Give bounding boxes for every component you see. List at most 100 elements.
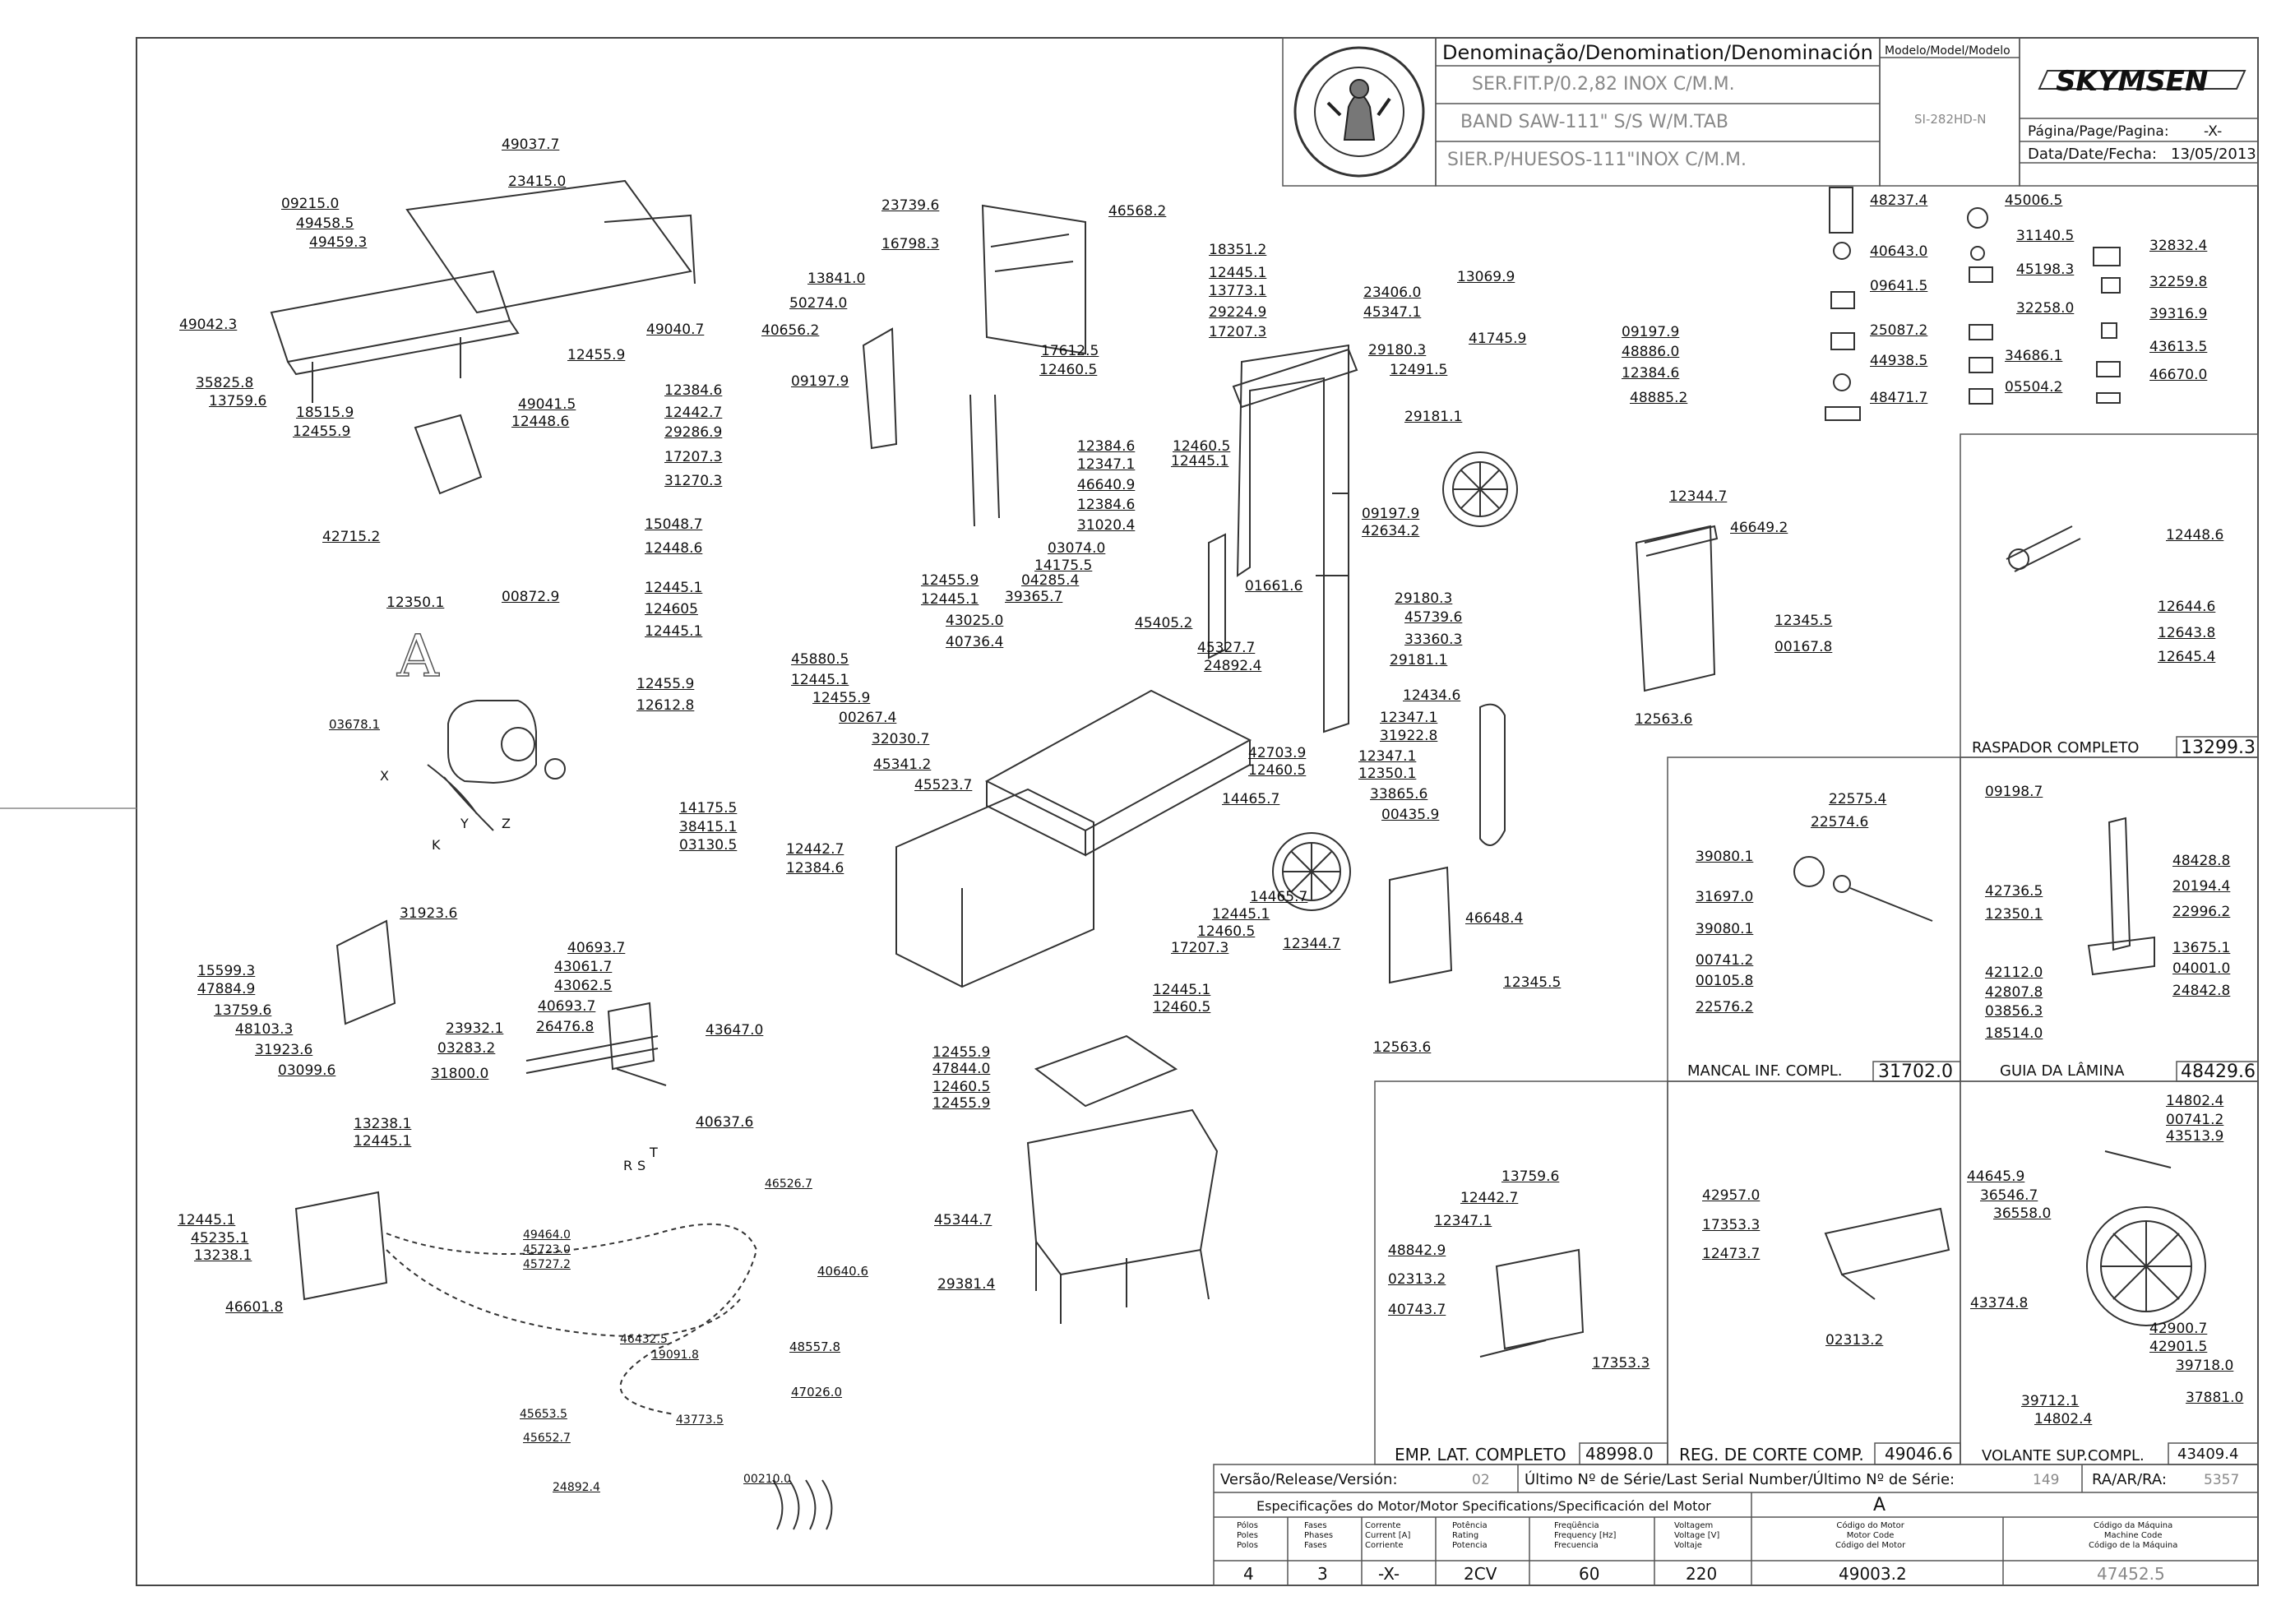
subassembly-blade-guide-code: 48429.6: [2181, 1062, 2256, 1082]
part-label: 12442.7: [786, 841, 844, 858]
part-label: 47884.9: [197, 981, 256, 997]
part-label: 12384.6: [1077, 438, 1136, 455]
part-label: 12455.9: [921, 572, 979, 589]
page-label: Página/Page/Pagina:: [2028, 123, 2169, 140]
part-label: 40736.4: [946, 634, 1004, 650]
part-label: 12445.1: [354, 1133, 412, 1150]
part-label: 33360.3: [1404, 632, 1463, 648]
val-poles: 4: [1243, 1564, 1254, 1584]
part-label: 12384.6: [786, 860, 844, 877]
part-label: 12455.9: [932, 1095, 991, 1112]
date-value: 13/05/2013: [2171, 146, 2256, 163]
part-label: 12344.7: [1283, 936, 1341, 952]
part-label: 12442.7: [1460, 1190, 1519, 1206]
part-label: 13759.6: [209, 393, 267, 409]
part-label: 14465.7: [1222, 791, 1280, 807]
part-label: 38415.1: [679, 819, 738, 835]
wire-letter-y: Y: [460, 816, 469, 831]
part-label: 42807.8: [1985, 984, 2043, 1001]
part-label: 14802.4: [2166, 1093, 2224, 1109]
part-label: 46568.2: [1108, 203, 1167, 220]
part-label: 46526.7: [765, 1178, 812, 1191]
part-label: 00210.0: [743, 1473, 791, 1486]
part-label: 09641.5: [1870, 278, 1928, 294]
part-label: 12448.6: [511, 414, 570, 430]
part-label: 45327.7: [1197, 640, 1256, 656]
part-label: 124605: [645, 601, 698, 618]
part-label: 12563.6: [1635, 711, 1693, 728]
denomination-pt: SER.FIT.P/0.2,82 INOX C/M.M.: [1472, 74, 1735, 95]
part-label: 22996.2: [2172, 904, 2231, 920]
part-label: 44938.5: [1870, 353, 1928, 369]
val-rating: 2CV: [1464, 1564, 1497, 1584]
part-label: 45344.7: [934, 1212, 992, 1228]
part-label: 12347.1: [1380, 710, 1438, 726]
val-phases: 3: [1317, 1564, 1328, 1584]
part-label: 18515.9: [296, 405, 354, 421]
subassembly-side-pusher-code: 48998.0: [1585, 1444, 1654, 1464]
part-label: 12445.1: [1153, 982, 1211, 998]
part-label: 46432.5: [620, 1333, 668, 1346]
part-label: 32030.7: [872, 731, 930, 747]
part-label: 17612.5: [1041, 343, 1099, 359]
denomination-header: Denominação/Denomination/Denominación: [1442, 41, 1873, 64]
part-label: 40640.6: [817, 1264, 869, 1279]
part-label: 42112.0: [1985, 965, 2043, 981]
part-label: 39080.1: [1696, 849, 1754, 865]
part-label: 12460.5: [1173, 438, 1231, 455]
part-label: 50274.0: [789, 295, 848, 312]
part-label: 43613.5: [2149, 339, 2208, 355]
serial-label: Último Nº de Série/Last Serial Number/Úl…: [1525, 1471, 1955, 1488]
subassembly-blade-guide: GUIA DA LÂMINA: [2000, 1062, 2125, 1080]
part-label: 03283.2: [437, 1040, 496, 1057]
skymsen-logo: SKYMSEN: [2038, 65, 2246, 98]
part-label: 12345.5: [1774, 613, 1833, 629]
part-label: 12455.9: [293, 423, 351, 440]
part-label: 40693.7: [567, 940, 626, 956]
part-label: 12644.6: [2158, 599, 2216, 615]
part-label: 12460.5: [932, 1079, 991, 1095]
wire-letter-r: R: [623, 1158, 633, 1173]
part-label: 29180.3: [1395, 590, 1453, 607]
part-label: 09197.9: [791, 373, 849, 390]
motor-spec-table: [1213, 1464, 2259, 1586]
part-label: 00872.9: [502, 589, 560, 605]
part-label: 42957.0: [1702, 1187, 1761, 1204]
part-label: 44645.9: [1967, 1168, 2025, 1185]
part-label: 36546.7: [1980, 1187, 2038, 1204]
part-label: 49042.3: [179, 317, 238, 333]
val-frequency: 60: [1579, 1564, 1600, 1584]
part-label: 17207.3: [1171, 940, 1229, 956]
part-label: 12350.1: [1985, 906, 2043, 923]
val-current: -X-: [1378, 1564, 1400, 1584]
part-label: 13759.6: [214, 1002, 272, 1019]
motor-spec-header: Especificações do Motor/Motor Specificat…: [1256, 1498, 1711, 1514]
part-label: 43062.5: [554, 978, 613, 994]
motor-callout-letter: A: [396, 622, 440, 690]
part-label: 40637.6: [696, 1114, 754, 1131]
date-label: Data/Date/Fecha:: [2028, 146, 2157, 163]
part-label: 42634.2: [1362, 523, 1420, 539]
wire-letter-t: T: [650, 1145, 658, 1160]
part-label: 39080.1: [1696, 921, 1754, 937]
part-label: 48842.9: [1388, 1242, 1446, 1259]
part-label: 25087.2: [1870, 322, 1928, 339]
part-label: 12445.1: [1212, 906, 1270, 923]
part-label: 14802.4: [2034, 1411, 2093, 1427]
part-label: 46640.9: [1077, 477, 1136, 493]
part-label: 39316.9: [2149, 306, 2208, 322]
part-label: 43025.0: [946, 613, 1004, 629]
part-label: 12455.9: [932, 1044, 991, 1061]
part-label: 48428.8: [2172, 853, 2231, 869]
part-label: 13675.1: [2172, 940, 2231, 956]
subassembly-scraper-code: 13299.3: [2181, 738, 2256, 758]
subassembly-cut-adjust-code: 49046.6: [1885, 1444, 1953, 1464]
part-label: 22575.4: [1829, 791, 1887, 807]
part-label: 45235.1: [191, 1230, 249, 1247]
release-value: 02: [1472, 1472, 1490, 1488]
